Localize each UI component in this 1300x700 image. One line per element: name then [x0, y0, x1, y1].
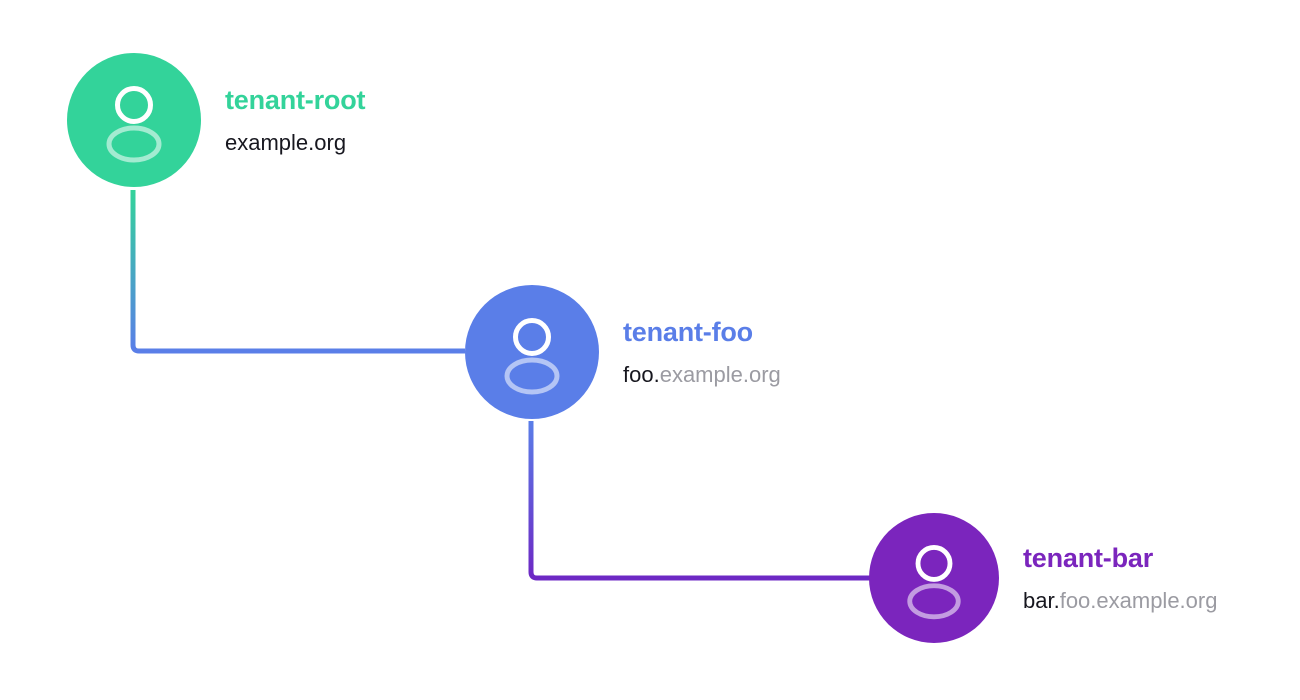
- avatar-body-icon: [907, 583, 961, 620]
- node-domain-prefix: bar.: [1023, 588, 1060, 614]
- node-domain: example.org: [225, 131, 365, 154]
- user-avatar-icon[interactable]: [869, 513, 999, 643]
- node-text-block: tenant-bar bar.foo.example.org: [1023, 542, 1217, 612]
- avatar-head-icon: [513, 318, 551, 356]
- tenant-node-bar[interactable]: tenant-bar bar.foo.example.org: [869, 513, 1217, 643]
- node-text-block: tenant-root example.org: [225, 84, 366, 154]
- avatar-head-icon: [115, 86, 153, 124]
- node-domain-suffix: example.org: [659, 362, 781, 388]
- avatar-body-icon: [106, 125, 162, 163]
- user-avatar-icon[interactable]: [67, 53, 201, 187]
- node-text-block: tenant-foo foo.example.org: [623, 316, 781, 386]
- node-domain: foo.example.org: [623, 363, 781, 386]
- edge-root-to-foo: [130, 190, 465, 354]
- node-title: tenant-foo: [623, 316, 753, 347]
- tenant-node-root[interactable]: tenant-root example.org: [67, 53, 365, 187]
- user-avatar-icon[interactable]: [465, 285, 599, 419]
- avatar-body-icon: [504, 357, 560, 395]
- avatar-head-icon: [915, 545, 953, 582]
- node-domain: bar.foo.example.org: [1023, 589, 1217, 612]
- tenant-node-foo[interactable]: tenant-foo foo.example.org: [465, 285, 781, 419]
- node-domain-suffix: example.org: [225, 130, 347, 156]
- node-domain-prefix: foo.: [623, 362, 660, 388]
- node-title: tenant-root: [225, 84, 366, 115]
- node-title: tenant-bar: [1023, 542, 1154, 573]
- edge-foo-to-bar: [528, 421, 870, 581]
- node-domain-suffix: foo.example.org: [1059, 588, 1218, 614]
